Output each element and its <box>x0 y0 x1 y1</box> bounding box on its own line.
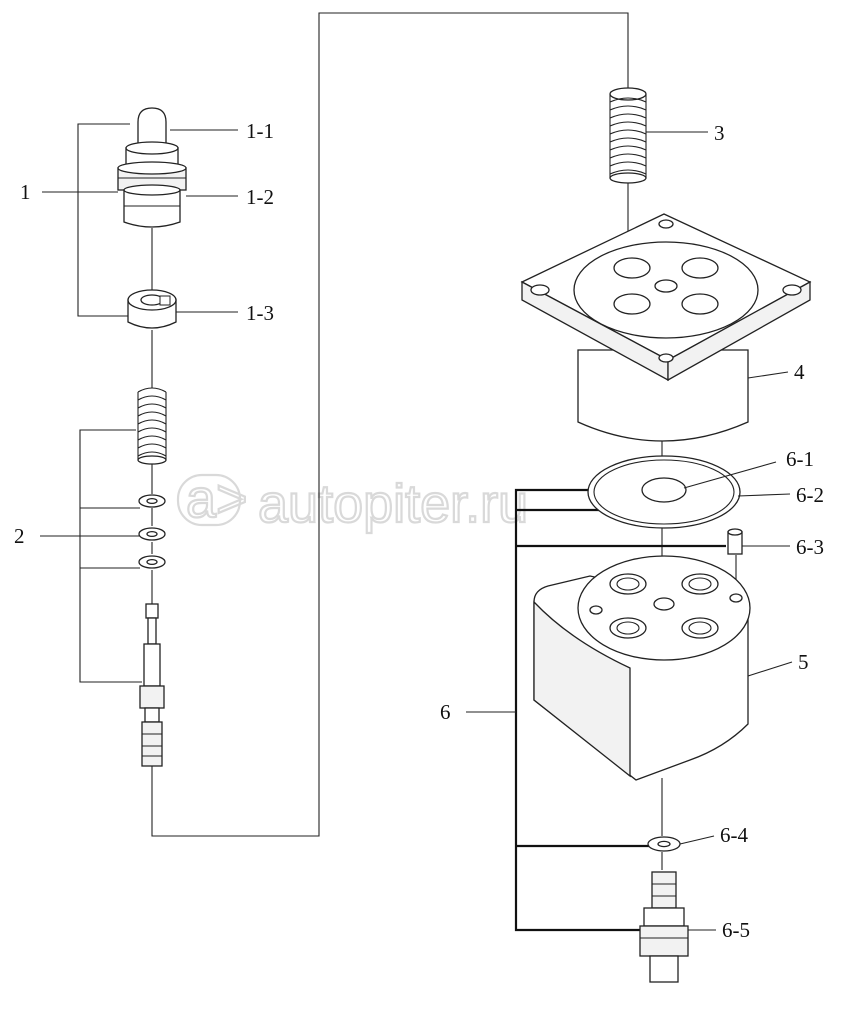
label-6-2: 6-2 <box>796 483 824 507</box>
leader-lines <box>170 129 793 931</box>
watermark-text: autopiter.ru <box>258 474 528 534</box>
group-bracket-1 <box>42 123 130 317</box>
part-6-1-oring <box>641 477 687 503</box>
labels: 1 1-1 1-2 1-3 2 3 4 5 6 6-1 6-2 6-3 6-4 … <box>14 119 824 942</box>
part-3-spring <box>609 87 647 184</box>
part-1-2-plug <box>117 141 187 228</box>
label-4: 4 <box>794 360 805 384</box>
watermark: a> autopiter.ru <box>176 468 529 535</box>
part-2-spool <box>139 603 165 767</box>
part-6-4-washer <box>647 836 681 852</box>
part-1-3-ring <box>127 289 177 329</box>
part-4-housing <box>520 213 812 442</box>
label-1: 1 <box>20 180 31 204</box>
label-6-4: 6-4 <box>720 823 748 847</box>
watermark-logo-text: a> <box>186 469 248 529</box>
group-bracket-6 <box>466 488 726 932</box>
group-bracket-2 <box>40 429 142 683</box>
label-3: 3 <box>714 121 725 145</box>
label-1-2: 1-2 <box>246 185 274 209</box>
part-5-body <box>533 555 751 781</box>
label-1-3: 1-3 <box>246 301 274 325</box>
label-6-1: 6-1 <box>786 447 814 471</box>
label-2: 2 <box>14 524 25 548</box>
part-2-spring <box>137 387 167 465</box>
label-6-5: 6-5 <box>722 918 750 942</box>
part-6-3-pin <box>727 528 743 555</box>
label-6-3: 6-3 <box>796 535 824 559</box>
part-2-washers <box>138 494 166 569</box>
part-6-5-fitting <box>639 871 689 983</box>
label-1-1: 1-1 <box>246 119 274 143</box>
watermark-logo-frame <box>176 473 242 527</box>
label-6: 6 <box>440 700 451 724</box>
label-5: 5 <box>798 650 809 674</box>
